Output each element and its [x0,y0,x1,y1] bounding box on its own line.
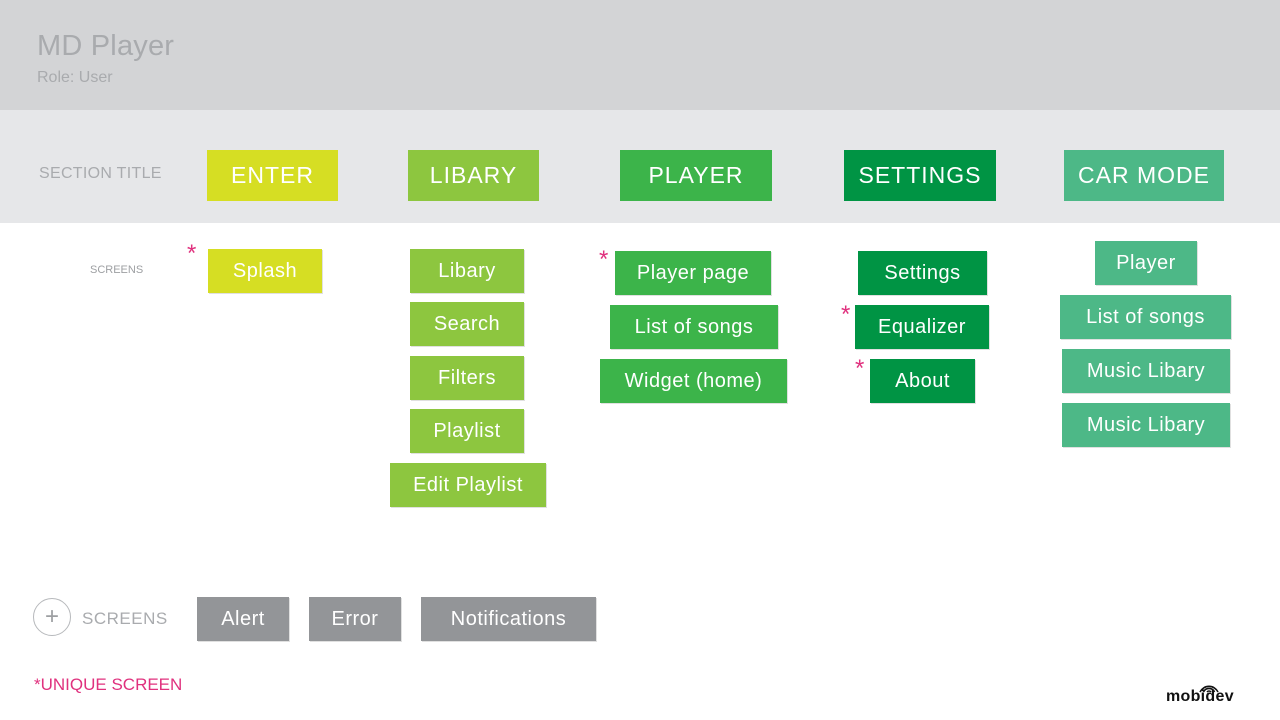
mobidev-logo: mobidev [1166,680,1248,706]
wifi-arcs-icon [1199,685,1219,693]
app-role: Role: User [37,69,113,86]
app-title: MD Player [37,30,175,62]
screen-error[interactable]: Error [309,597,401,641]
unique-marker: * [855,355,865,382]
screen-equalizer[interactable]: Equalizer [855,305,989,349]
screen-car-list-of-songs[interactable]: List of songs [1060,295,1231,339]
global-screens-label: SCREENS [82,609,168,628]
section-libary[interactable]: LIBARY [408,150,539,201]
screen-playlist[interactable]: Playlist [410,409,524,453]
unique-marker: * [841,301,851,328]
logo-text: mobidev [1166,688,1234,705]
screen-edit-playlist[interactable]: Edit Playlist [390,463,546,507]
screen-filters[interactable]: Filters [410,356,524,400]
screen-car-music-libary[interactable]: Music Libary [1062,349,1230,393]
section-enter[interactable]: ENTER [207,150,338,201]
section-settings[interactable]: SETTINGS [844,150,996,201]
screen-car-player[interactable]: Player [1095,241,1197,285]
screen-car-music-libary[interactable]: Music Libary [1062,403,1230,447]
unique-marker: * [187,240,197,267]
screen-player-page[interactable]: Player page [615,251,771,295]
add-screen-plus-icon[interactable]: + [33,598,71,636]
screen-notifications[interactable]: Notifications [421,597,596,641]
unique-marker: * [599,246,609,273]
screens-label: SCREENS [90,264,144,276]
section-car-mode[interactable]: CAR MODE [1064,150,1224,201]
section-player[interactable]: PLAYER [620,150,772,201]
screen-widget-home[interactable]: Widget (home) [600,359,787,403]
screen-search[interactable]: Search [410,302,524,346]
header: MD Player Role: User [0,0,1280,110]
screen-libary[interactable]: Libary [410,249,524,293]
screen-about[interactable]: About [870,359,975,403]
section-title-label: SECTION TITLE [39,165,162,182]
screen-list-of-songs[interactable]: List of songs [610,305,778,349]
screen-alert[interactable]: Alert [197,597,289,641]
unique-screen-footnote: *UNIQUE SCREEN [34,675,183,694]
screen-splash[interactable]: Splash [208,249,322,293]
screen-settings[interactable]: Settings [858,251,987,295]
